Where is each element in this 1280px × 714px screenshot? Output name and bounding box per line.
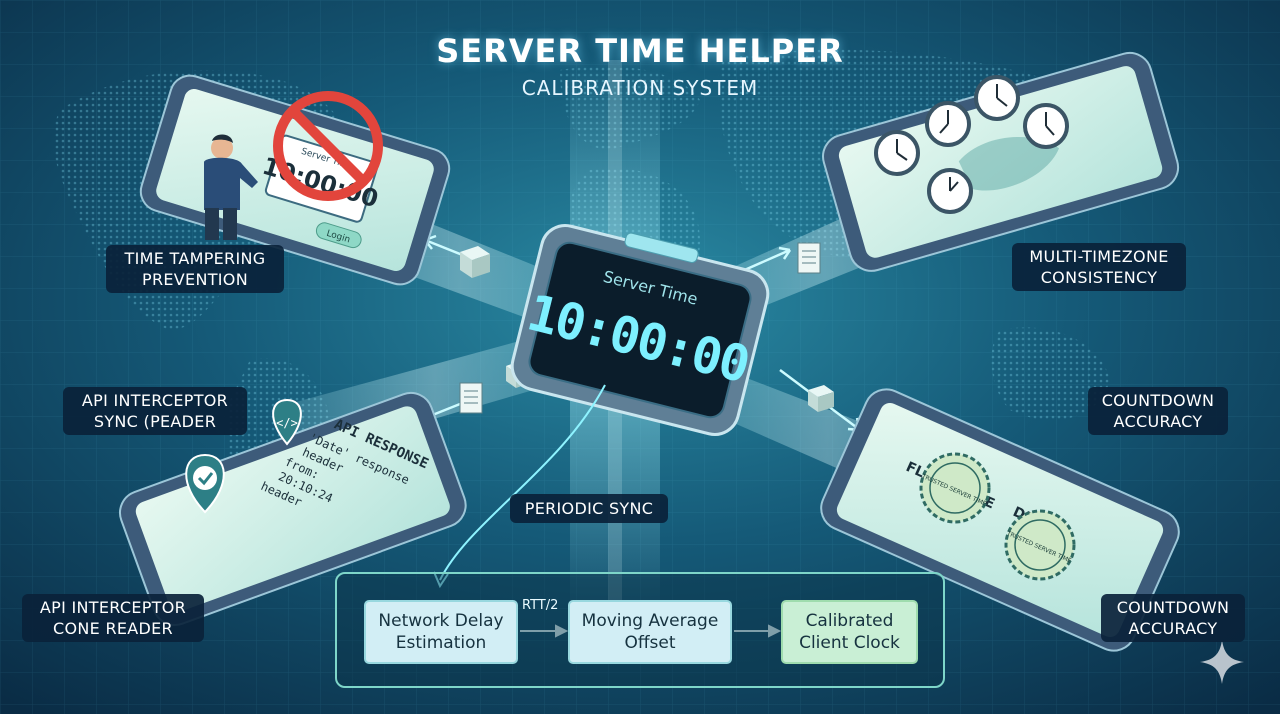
- label-line: PERIODIC SYNC: [524, 499, 654, 518]
- sparkle-icon: [1200, 640, 1244, 684]
- label-line: API INTERCEPTOR: [81, 391, 229, 410]
- box-line: Moving Average: [581, 611, 719, 631]
- box-line: Calibrated: [805, 611, 894, 631]
- label-line: COUNTDOWN: [1101, 391, 1215, 410]
- label-periodic-sync: PERIODIC SYNC: [510, 494, 668, 523]
- label-api-sync: API INTERCEPTOR SYNC (PEADER: [63, 387, 247, 435]
- timezone-clocks: [874, 75, 1069, 214]
- label-line: CONSISTENCY: [1040, 268, 1158, 287]
- label-line: TIME TAMPERING: [124, 249, 266, 268]
- flow-arrows: [520, 624, 782, 638]
- label-line: API INTERCEPTOR: [39, 598, 187, 617]
- trusted-seal: TRUSTED SERVER TIME: [919, 452, 991, 524]
- phone-timezone: [822, 51, 1180, 272]
- phone-countdown: [820, 388, 1180, 652]
- label-countdown-lower: COUNTDOWN ACCURACY: [1101, 594, 1245, 642]
- moving-average-box: Moving Average Offset: [568, 600, 732, 664]
- rtt-label: RTT/2: [522, 598, 559, 613]
- trusted-seal: TRUSTED SERVER TIME: [1004, 509, 1076, 581]
- label-multi-timezone: MULTI-TIMEZONE CONSISTENCY: [1012, 243, 1186, 291]
- no-entry-icon: [273, 91, 383, 201]
- label-countdown-upper: COUNTDOWN ACCURACY: [1088, 387, 1228, 435]
- svg-text:</>: </>: [276, 416, 298, 430]
- clock-icon: [874, 130, 920, 176]
- label-line: COUNTDOWN: [1116, 598, 1230, 617]
- page-subtitle: CALIBRATION SYSTEM: [521, 76, 759, 100]
- clock-icon: [1023, 103, 1069, 149]
- document-icon: [459, 382, 483, 414]
- server-clock-device: Server Time 10:00:00: [510, 224, 770, 436]
- label-time-tampering: TIME TAMPERING PREVENTION: [106, 245, 284, 293]
- label-api-reader: API INTERCEPTOR CONE READER: [22, 594, 204, 642]
- periodic-sync-line: [439, 384, 606, 581]
- label-line: ACCURACY: [1113, 412, 1203, 431]
- label-line: SYNC (PEADER: [93, 412, 217, 431]
- clock-icon: [925, 101, 971, 147]
- box-line: Estimation: [395, 633, 487, 653]
- calibrated-clock-box: Calibrated Client Clock: [781, 600, 918, 664]
- check-pin-icon: [185, 453, 225, 514]
- page-title: SERVER TIME HELPER: [436, 32, 844, 70]
- label-line: CONE READER: [53, 619, 173, 638]
- clock-icon: [927, 168, 973, 214]
- package-icon: [460, 246, 490, 278]
- clock-icon: [974, 75, 1020, 121]
- box-line: Offset: [624, 633, 676, 653]
- package-icon: [808, 385, 834, 412]
- box-line: Client Clock: [799, 633, 900, 653]
- person-icon: [204, 134, 258, 240]
- code-icon: </>: [272, 398, 302, 446]
- phone-api: [119, 391, 467, 626]
- box-line: Network Delay: [378, 611, 504, 631]
- network-delay-box: Network Delay Estimation: [364, 600, 518, 664]
- document-icon: [797, 242, 821, 274]
- label-line: ACCURACY: [1128, 619, 1218, 638]
- label-line: PREVENTION: [142, 270, 248, 289]
- label-line: MULTI-TIMEZONE: [1029, 247, 1169, 266]
